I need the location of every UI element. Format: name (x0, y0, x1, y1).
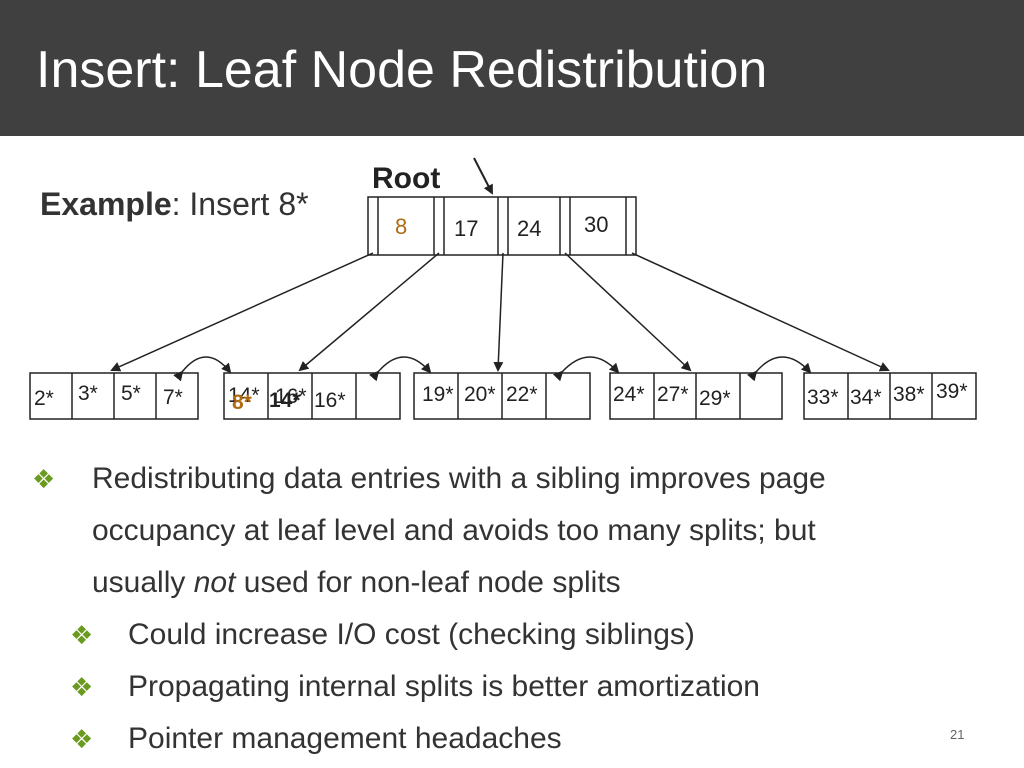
bullet-text: usually (92, 566, 194, 599)
leaf-entry: 38* (893, 383, 925, 406)
example-caption: Example: Insert 8* (40, 186, 309, 223)
sibling-link-arrow (746, 356, 812, 382)
bullet-sub-text: Propagating internal splits is better am… (128, 670, 760, 703)
bullet-diamond-icon: ❖ (70, 672, 94, 702)
leaf-entry-inserted: 8* (232, 391, 252, 414)
leaf-entry: 34* (850, 386, 882, 409)
bullet-sub: ❖ Propagating internal splits is better a… (70, 661, 760, 713)
bullet-sub-text: Could increase I/O cost (checking siblin… (128, 618, 695, 651)
leaf-entry: 33* (807, 386, 839, 409)
title-bar (0, 0, 1024, 136)
leaf-entry: 3* (78, 382, 98, 405)
example-label: Example (40, 186, 172, 222)
example-text: : Insert 8* (171, 186, 309, 222)
leaf-entry: 7* (163, 386, 183, 409)
bullet-line: Redistributing data entries with a sibli… (92, 462, 826, 495)
bullet-sub-text: Pointer management headaches (128, 722, 562, 755)
bullet-line-3: usually not used for non-leaf node split… (92, 557, 621, 609)
root-key: 8 (395, 214, 408, 239)
sibling-link-arrow (552, 356, 620, 382)
leaf-entry: 24* (613, 383, 645, 406)
slide-title: Insert: Leaf Node Redistribution (36, 41, 768, 99)
bullet-diamond-icon: ❖ (70, 724, 94, 754)
child-pointers (110, 252, 890, 372)
child-pointer-arrow (631, 252, 890, 372)
leaf-entry: 2* (34, 387, 54, 410)
bullet-text: used for non-leaf node splits (235, 566, 621, 599)
leaf-entry: 20* (464, 383, 496, 406)
leaf-entry: 14* (269, 389, 301, 412)
leaf-entry: 29* (699, 387, 731, 410)
leaf-entry: 22* (506, 383, 538, 406)
page-number: 21 (950, 727, 965, 742)
root-pointer-arrow (473, 157, 493, 195)
leaf-entry: 14* (228, 384, 260, 407)
root-node-frame (367, 196, 637, 256)
leaf-entry: 27* (657, 383, 689, 406)
leaf-entry: 19* (422, 383, 454, 406)
root-label: Root (372, 162, 441, 195)
root-key: 17 (454, 216, 479, 241)
sibling-links (173, 356, 812, 382)
child-pointer-arrow (564, 252, 692, 372)
leaf-entry: 16* (314, 389, 346, 412)
bullet-main: ❖ Redistributing data entries with a sibl… (32, 453, 826, 505)
child-pointer-arrow (493, 252, 504, 372)
child-pointer-arrow (298, 252, 440, 372)
bullet-diamond-icon: ❖ (32, 464, 56, 494)
bullet-sub: ❖ Pointer management headaches (70, 713, 562, 765)
root-key: 24 (517, 216, 542, 241)
sibling-link-arrow (368, 356, 432, 382)
bullet-sub: ❖ Could increase I/O cost (checking sibli… (70, 609, 695, 661)
bullet-line: occupancy at leaf level and avoids too m… (92, 514, 816, 547)
leaf-entry: 16* (275, 385, 307, 408)
leaf-nodes (29, 372, 977, 420)
bullet-diamond-icon: ❖ (70, 620, 94, 650)
leaf-entry: 39* (936, 380, 968, 403)
leaf-entry: 5* (121, 382, 141, 405)
child-pointer-arrow (110, 252, 374, 372)
bullet-emphasis: not (193, 566, 236, 599)
root-key: 30 (584, 212, 609, 237)
root-node (367, 196, 637, 256)
sibling-link-arrow (173, 356, 232, 382)
